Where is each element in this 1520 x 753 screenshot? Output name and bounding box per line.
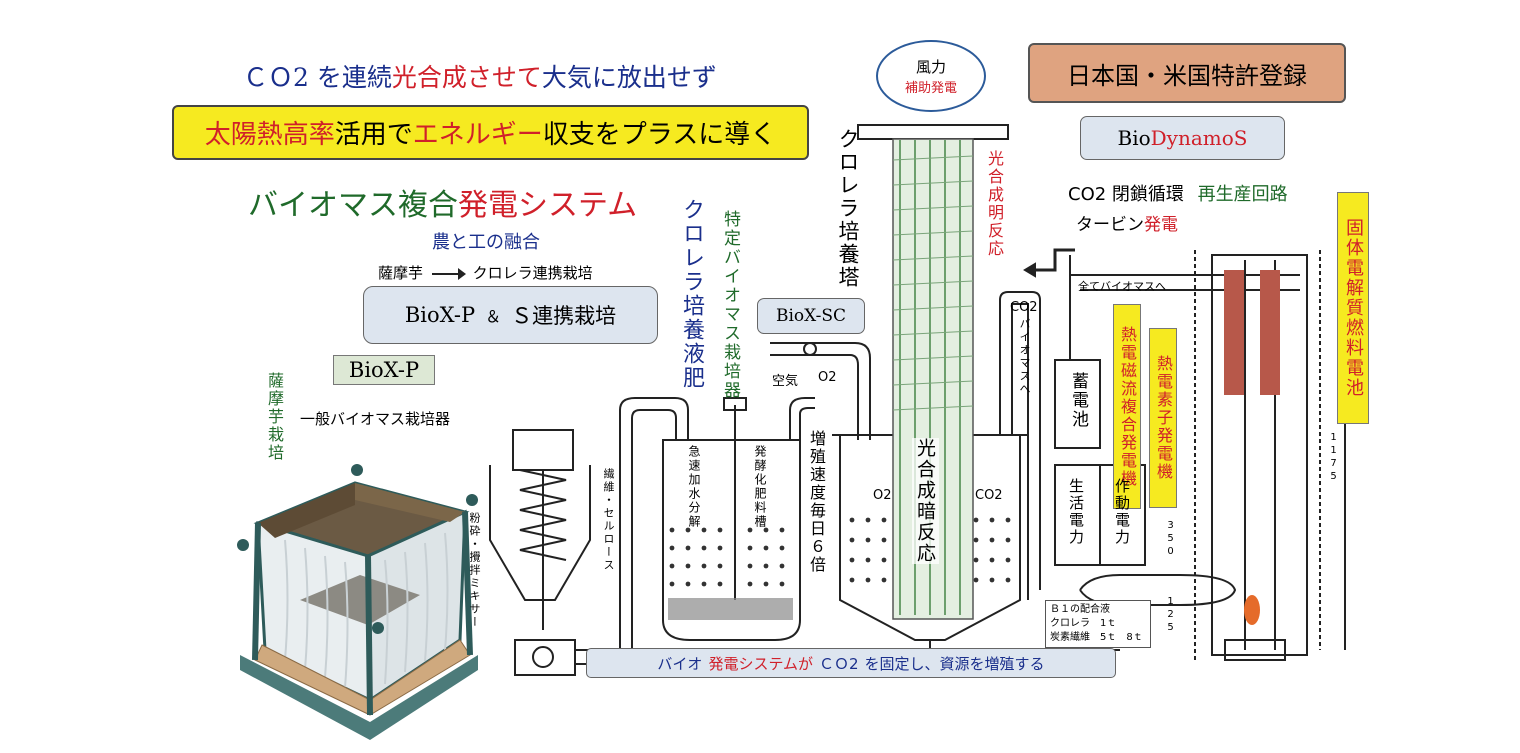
biox-ps-part-1: BioX-P — [405, 303, 475, 327]
growth-rate-label: 増殖速度毎日６倍 — [804, 430, 828, 574]
biox-ps-part-2: Ｓ連携栽培 — [511, 300, 616, 330]
headline-part-2: 光合成させて — [392, 63, 542, 92]
all-biomass-label: 全てバイオマスへ — [1078, 278, 1166, 294]
system-title-part-1: バイオマス複合 — [248, 188, 458, 223]
wind-label: 風力 — [878, 56, 984, 77]
bottom-banner-part-3: ＣＯ2 — [819, 653, 859, 674]
headline: ＣＯ2 を連続光合成させて大気に放出せず — [243, 58, 717, 94]
tank-co2-label: CO2 — [975, 488, 1003, 503]
biodynamos-part-1: Bio — [1118, 126, 1151, 150]
mix-title: Ｂ１の配合液 — [1050, 603, 1146, 617]
planter-box — [237, 464, 478, 740]
dimension-125-label: 125 — [1165, 596, 1176, 635]
satsuma-cultivation-label: 薩摩芋栽培 — [262, 372, 286, 462]
turbine-part-1: タービン — [1076, 215, 1144, 235]
to-biomass-label: バイオマスへ — [1016, 318, 1032, 396]
banner-part-3: エネルギー — [413, 114, 543, 151]
turbine-part-2: 発電 — [1144, 215, 1178, 235]
co2-cycle-part-1: CO2 閉鎖循環 — [1068, 184, 1184, 205]
tank-o2-label: O2 — [873, 488, 892, 503]
banner-part-2: 活用で — [335, 114, 413, 151]
burner-flame — [1244, 595, 1260, 625]
dark-reaction-label: 光合成暗反応 — [912, 438, 939, 564]
wind-power-circle: 風力 補助発電 — [876, 40, 986, 112]
biox-ps-amp: ＆ — [485, 303, 501, 327]
biox-sc-box: BioX-SC — [757, 298, 865, 334]
bottom-banner-part-1: バイオ — [657, 653, 702, 674]
thermo-element-label: 熱電素子発電機 — [1149, 328, 1177, 508]
sofc-cell-right — [1260, 270, 1280, 395]
patent-box: 日本国・米国特許登録 — [1028, 43, 1346, 103]
co2-cycle-part-2: 再生産回路 — [1198, 184, 1288, 205]
fermentation-tank-label: 発酵化肥料槽 — [752, 445, 769, 529]
battery-label: 蓄電池 — [1066, 372, 1091, 429]
co2-pipe-label: CO2 — [1010, 300, 1038, 315]
mix-line-2: 炭素繊維 5ｔ 8ｔ — [1050, 631, 1146, 645]
flow-from: 薩摩芋 — [378, 264, 423, 282]
system-title-part-3: システム — [518, 188, 637, 223]
air-label: 空気 — [772, 370, 798, 389]
system-title: バイオマス複合発電システム — [248, 180, 637, 224]
fusion-label: 農と工の融合 — [432, 228, 540, 254]
general-cultivator-label: 一般バイオマス栽培器 — [300, 408, 450, 429]
biodynamos-part-2: DynamoS — [1151, 126, 1248, 150]
specific-cultivator-label: 特定バイオマス栽培器 — [718, 210, 743, 400]
headline-part-3: 大気に放出せず — [542, 63, 717, 92]
dimension-1175-label: 1175 — [1328, 432, 1339, 484]
life-power-label: 生活電力 — [1066, 478, 1087, 546]
sofc-cell-left — [1224, 270, 1244, 395]
dimension-350-label: 350 — [1165, 520, 1176, 559]
flow-to: クロレラ連携栽培 — [473, 264, 593, 282]
wind-sub-label: 補助発電 — [878, 77, 984, 96]
flow-line: 薩摩芋 クロレラ連携栽培 — [378, 262, 593, 283]
banner-part-1: 太陽熱高率 — [205, 114, 335, 151]
mixer-label: 粉砕・攪拌ミキサー — [466, 512, 482, 629]
arrow-right-icon — [432, 273, 464, 275]
o2-label: O2 — [818, 370, 837, 385]
headline-part-1: ＣＯ2 を連続 — [243, 63, 392, 92]
chlorella-fertilizer-label: クロレラ培養液肥 — [675, 198, 707, 390]
bottom-banner-part-2: 発電システムが — [708, 653, 813, 674]
sofc-label: 固体電解質燃料電池 — [1337, 192, 1369, 424]
banner-part-4: 収支をプラスに導く — [543, 114, 776, 151]
biox-p-box: BioX-P — [333, 355, 435, 385]
sediment-layer — [668, 598, 793, 620]
energy-banner: 太陽熱高率活用でエネルギー収支をプラスに導く — [172, 105, 809, 160]
mix-line-1: クロレラ 1ｔ — [1050, 617, 1146, 631]
biox-ps-box: BioX-P ＆ Ｓ連携栽培 — [363, 286, 658, 344]
rapid-hydrolysis-label: 急速加水分解 — [686, 445, 703, 529]
cellulose-label: 繊維・セルロース — [600, 468, 616, 572]
work-power-label: 作動電力 — [1112, 478, 1133, 546]
chlorella-tower-label: クロレラ培養塔 — [833, 128, 863, 289]
mix-table: Ｂ１の配合液 クロレラ 1ｔ 炭素繊維 5ｔ 8ｔ — [1045, 600, 1151, 648]
bottom-banner: バイオ 発電システムが ＣＯ2 を固定し、資源を増殖する — [586, 648, 1116, 678]
light-reaction-label: 光合成明反応 — [982, 150, 1006, 258]
co2-cycle-label: CO2 閉鎖循環 再生産回路 — [1068, 180, 1288, 206]
turbine-label: タービン発電 — [1076, 210, 1178, 235]
bottom-banner-part-4: を固定し、資源を増殖する — [865, 653, 1045, 674]
system-title-part-2: 発電 — [458, 188, 518, 223]
